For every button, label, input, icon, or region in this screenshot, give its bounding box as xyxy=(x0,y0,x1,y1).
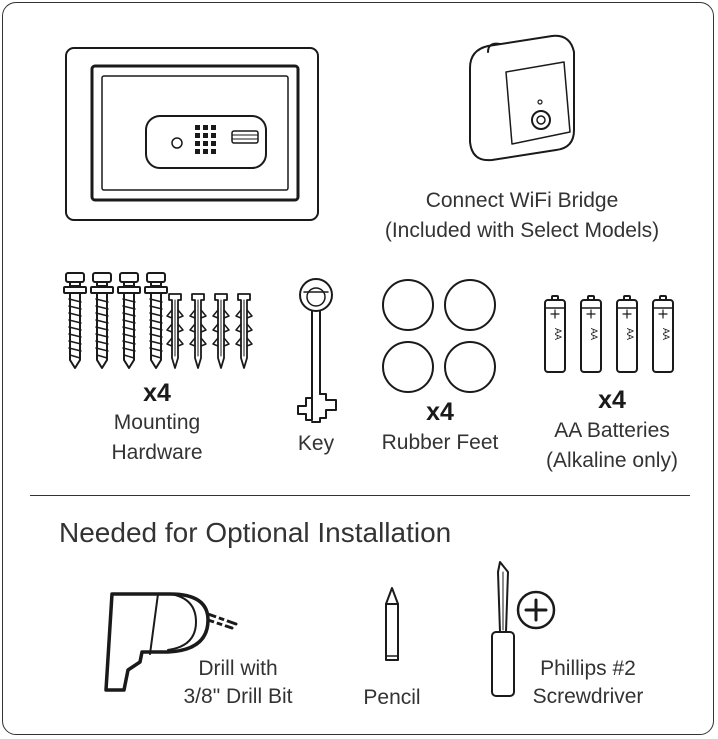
safe-icon xyxy=(65,47,319,221)
pencil-icon xyxy=(385,587,399,661)
screwdriver-icon xyxy=(491,561,556,697)
wall-anchor-icon xyxy=(166,293,253,369)
wifi-bridge-label: Connect WiFi Bridge (Included with Selec… xyxy=(384,189,660,242)
section-divider xyxy=(30,495,690,496)
battery-icon: AA xyxy=(544,295,674,373)
wifi-bridge-icon xyxy=(469,34,575,162)
drill-icon xyxy=(104,592,238,692)
batteries-count: x4 xyxy=(598,386,626,414)
rubber-feet-label: Rubber Feet xyxy=(381,431,499,454)
pencil-label: Pencil xyxy=(363,686,421,709)
rubber-feet-icon xyxy=(382,279,496,393)
svg-text:AA: AA xyxy=(553,328,563,340)
key-icon xyxy=(297,278,337,423)
mounting-hardware-count: x4 xyxy=(143,379,171,407)
screw-icon xyxy=(63,272,168,369)
drill-label: Drill with 3/8" Drill Bit xyxy=(183,657,293,708)
screwdriver-label: Phillips #2 Screwdriver xyxy=(532,657,644,708)
mounting-hardware-label: Mounting Hardware xyxy=(111,411,203,464)
batteries-label: AA Batteries (Alkaline only) xyxy=(546,419,678,472)
rubber-feet-count: x4 xyxy=(426,398,454,426)
key-label: Key xyxy=(297,432,335,455)
optional-installation-title: Needed for Optional Installation xyxy=(59,517,452,548)
